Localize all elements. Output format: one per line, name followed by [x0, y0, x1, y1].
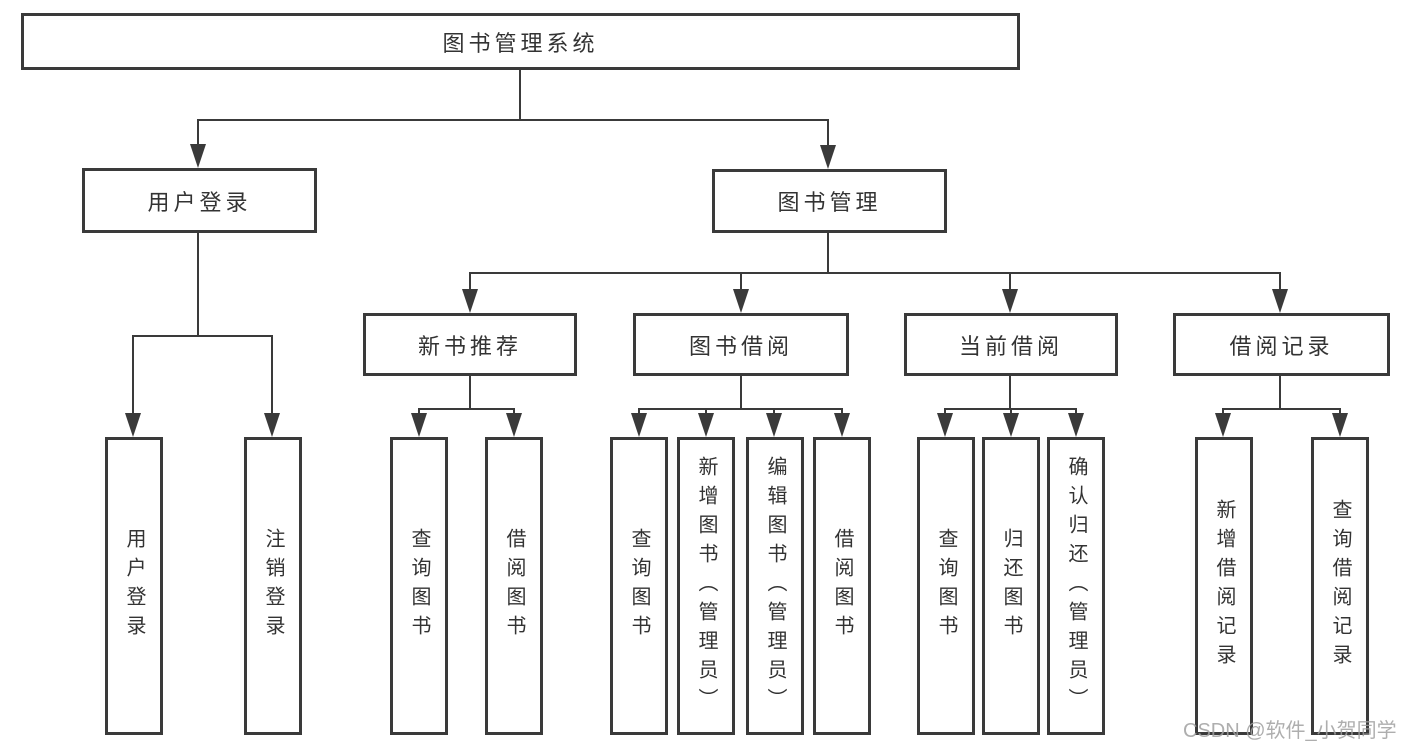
node-label: 用户登录 — [123, 528, 145, 644]
node-borrow-records: 借阅记录 — [1173, 313, 1390, 376]
node-label: 新书推荐 — [417, 333, 522, 359]
connector-line — [132, 335, 273, 337]
node-label: 图书管理 — [777, 190, 882, 215]
node-label: 当前借阅 — [958, 333, 1063, 359]
arrowhead-icon — [937, 413, 953, 437]
connector-line — [418, 408, 515, 410]
node-query-books-current: 查询图书 — [917, 437, 975, 735]
node-label: 确认归还（管理员） — [1065, 455, 1087, 717]
connector-line — [469, 376, 471, 408]
arrowhead-icon — [1003, 413, 1019, 437]
connector-line — [841, 408, 843, 416]
connector-line — [1339, 408, 1341, 416]
connector-line — [513, 408, 515, 416]
node-borrow-books-recommend: 借阅图书 — [485, 437, 543, 735]
node-logout: 注销登录 — [244, 437, 302, 735]
connector-line — [1075, 408, 1077, 416]
connector-line — [469, 272, 471, 292]
arrowhead-icon — [190, 144, 206, 168]
connector-line — [638, 408, 843, 410]
arrowhead-icon — [462, 289, 478, 313]
node-label: 新增借阅记录 — [1213, 499, 1235, 673]
connector-line — [1222, 408, 1224, 416]
node-new-book-recommend: 新书推荐 — [363, 313, 577, 376]
connector-line — [519, 70, 521, 120]
connector-line — [132, 335, 134, 415]
node-current-borrowing: 当前借阅 — [904, 313, 1118, 376]
connector-line — [197, 119, 199, 148]
node-label: 归还图书 — [1000, 528, 1022, 644]
node-library-management-system: 图书管理系统 — [21, 13, 1020, 70]
connector-line — [197, 119, 829, 121]
arrowhead-icon — [411, 413, 427, 437]
node-label: 用户登录 — [147, 189, 252, 215]
arrowhead-icon — [834, 413, 850, 437]
node-label: 查询图书 — [935, 528, 957, 644]
node-label: 借阅图书 — [503, 528, 525, 644]
node-label: 查询图书 — [408, 528, 430, 644]
arrowhead-icon — [1068, 413, 1084, 437]
arrowhead-icon — [766, 413, 782, 437]
arrowhead-icon — [506, 413, 522, 437]
connector-line — [1279, 376, 1281, 408]
node-label: 新增图书（管理员） — [695, 455, 717, 717]
node-borrow-books: 借阅图书 — [813, 437, 871, 735]
arrowhead-icon — [698, 413, 714, 437]
connector-line — [705, 408, 707, 416]
connector-line — [740, 272, 742, 292]
connector-line — [1222, 408, 1341, 410]
connector-line — [827, 119, 829, 148]
node-label: 编辑图书（管理员） — [764, 455, 786, 717]
node-query-borrow-record: 查询借阅记录 — [1311, 437, 1369, 735]
connector-line — [944, 408, 946, 416]
csdn-watermark: CSDN @软件_小贺同学 — [1183, 720, 1397, 742]
connector-line — [740, 376, 742, 408]
node-label: 图书借阅 — [688, 333, 793, 359]
node-user-login: 用户登录 — [82, 168, 317, 233]
node-return-books: 归还图书 — [982, 437, 1040, 735]
connector-line — [1010, 408, 1012, 416]
arrowhead-icon — [125, 413, 141, 437]
node-label: 查询图书 — [628, 528, 650, 644]
connector-line — [773, 408, 775, 416]
arrowhead-icon — [1002, 289, 1018, 313]
connector-line — [197, 233, 199, 335]
arrowhead-icon — [1215, 413, 1231, 437]
connector-line — [827, 233, 829, 272]
arrowhead-icon — [733, 289, 749, 313]
connector-line — [469, 272, 1281, 274]
node-book-management: 图书管理 — [712, 169, 947, 233]
node-query-books-borrowing: 查询图书 — [610, 437, 668, 735]
node-add-borrow-record: 新增借阅记录 — [1195, 437, 1253, 735]
node-book-borrowing: 图书借阅 — [633, 313, 849, 376]
node-label: 查询借阅记录 — [1329, 499, 1351, 673]
node-label: 借阅记录 — [1229, 333, 1334, 359]
node-query-books-recommend: 查询图书 — [390, 437, 448, 735]
arrowhead-icon — [264, 413, 280, 437]
connector-line — [1009, 272, 1011, 292]
node-label: 借阅图书 — [831, 528, 853, 644]
arrowhead-icon — [820, 145, 836, 169]
connector-line — [638, 408, 640, 416]
arrowhead-icon — [1272, 289, 1288, 313]
node-edit-books-admin: 编辑图书（管理员） — [746, 437, 804, 735]
connector-line — [1279, 272, 1281, 292]
connector-line — [418, 408, 420, 416]
arrowhead-icon — [631, 413, 647, 437]
node-user-login-leaf: 用户登录 — [105, 437, 163, 735]
connector-line — [271, 335, 273, 415]
node-confirm-return-admin: 确认归还（管理员） — [1047, 437, 1105, 735]
arrowhead-icon — [1332, 413, 1348, 437]
node-label: 注销登录 — [262, 528, 284, 644]
node-add-books-admin: 新增图书（管理员） — [677, 437, 735, 735]
node-label: 图书管理系统 — [442, 30, 599, 56]
connector-line — [1009, 376, 1011, 408]
